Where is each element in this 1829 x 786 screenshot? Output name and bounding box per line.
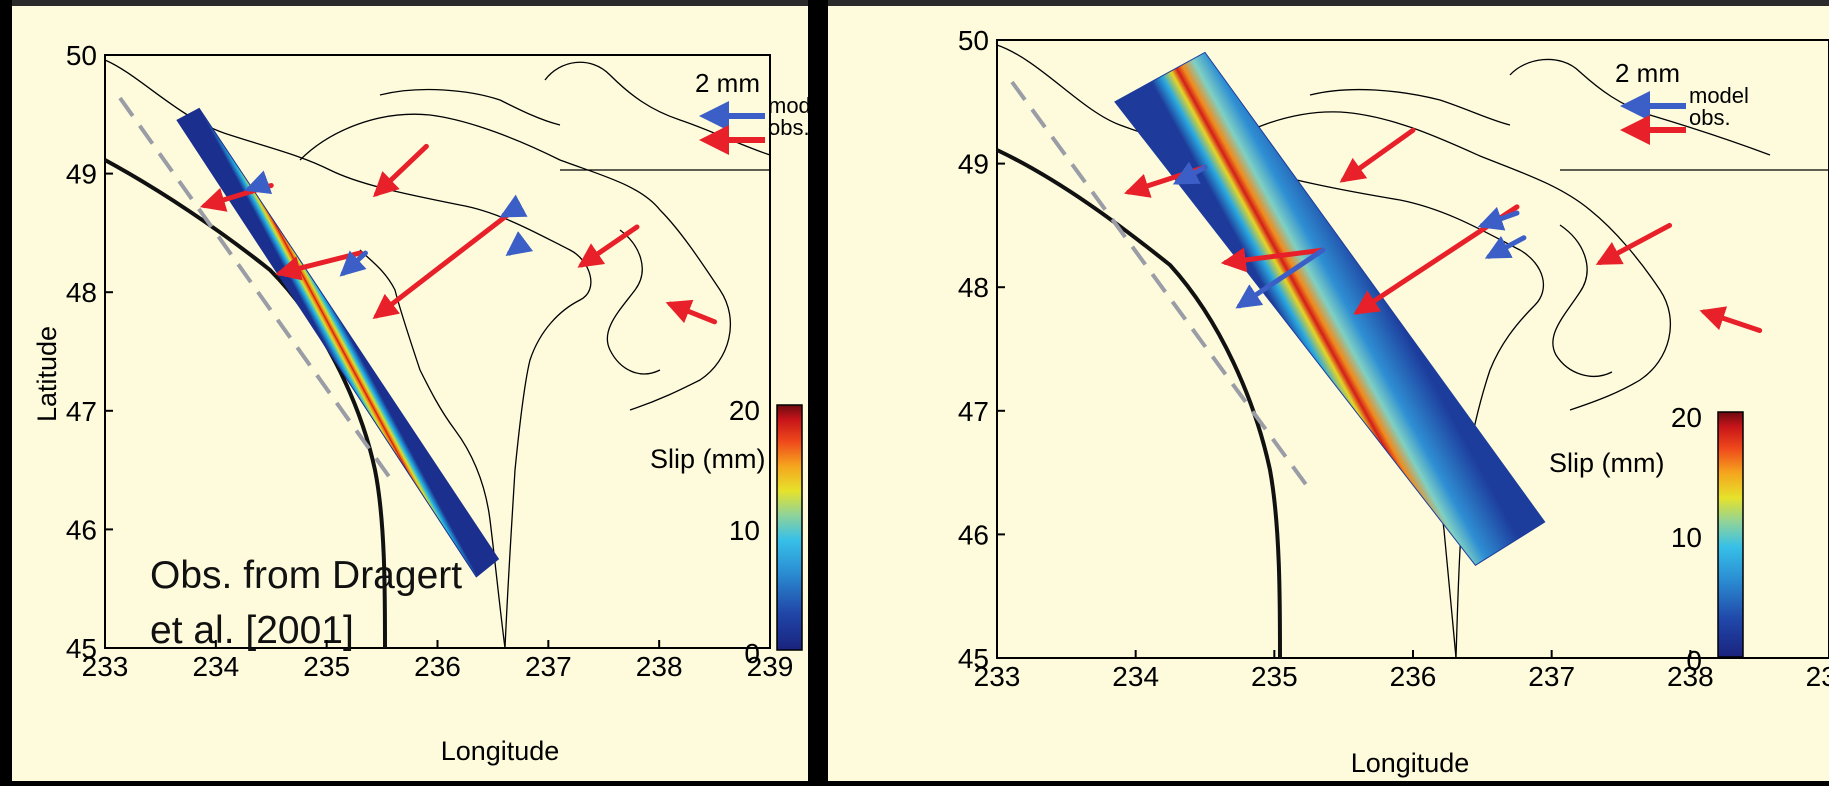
model-vector bbox=[1235, 247, 1326, 309]
left-map-panel: 2 mm model obs. Slip (mm) 20 10 0 Obs. f… bbox=[0, 0, 828, 781]
x-tick-label: 234 bbox=[192, 651, 239, 682]
model-vector bbox=[1484, 235, 1527, 259]
x-tick-label: 236 bbox=[414, 651, 461, 682]
axes: 233 234 235 236 237 238 239 45 46 47 48 49 50 bbox=[958, 25, 1829, 692]
right-map-panel: 2 mm model obs. Slip (mm) 20 10 0 233 234… bbox=[808, 0, 1829, 781]
annotation-line: et al. [2001] bbox=[150, 609, 354, 652]
y-tick-label: 50 bbox=[958, 25, 989, 56]
observed-vector bbox=[1220, 247, 1326, 273]
y-tick-label: 45 bbox=[66, 633, 97, 664]
legend-scale-label: 2 mm bbox=[695, 68, 760, 98]
colorbar-ramp bbox=[776, 404, 803, 651]
x-tick-label: 235 bbox=[1251, 661, 1298, 692]
y-tick-label: 45 bbox=[958, 643, 989, 674]
x-tick-label: 238 bbox=[1667, 661, 1714, 692]
colorbar: Slip (mm) 20 10 0 bbox=[1549, 402, 1744, 676]
source-annotation: Obs. from Dragert et al. [2001] bbox=[150, 554, 462, 652]
x-axis-title: Longitude bbox=[441, 736, 560, 766]
displacement-vectors bbox=[199, 143, 718, 325]
x-tick-label: 238 bbox=[636, 651, 683, 682]
colorbar-title: Slip (mm) bbox=[650, 444, 766, 474]
x-tick-label: 236 bbox=[1390, 661, 1437, 692]
x-tick-label: 237 bbox=[1528, 661, 1575, 692]
panel-separator bbox=[808, 0, 828, 781]
vector-legend: 2 mm model obs. bbox=[1615, 58, 1749, 145]
slip-patch bbox=[176, 107, 500, 578]
colorbar-tick-label: 20 bbox=[729, 395, 760, 426]
model-vector bbox=[505, 231, 534, 257]
observed-vector bbox=[577, 224, 640, 268]
y-tick-label: 48 bbox=[66, 277, 97, 308]
plot-area: 2 mm model obs. Slip (mm) 20 10 0 Obs. f… bbox=[104, 54, 828, 669]
y-tick-label: 50 bbox=[66, 40, 97, 71]
y-tick-label: 46 bbox=[958, 519, 989, 550]
y-axis-title: Latitude bbox=[32, 326, 62, 422]
colorbar: Slip (mm) 20 10 0 bbox=[650, 395, 803, 669]
legend-obs-label: obs. bbox=[1689, 105, 1731, 130]
axes: 233 234 235 236 237 238 239 45 46 47 48 49 50 bbox=[66, 40, 794, 682]
x-tick-label: 239 bbox=[1806, 661, 1829, 692]
dashed-deformation-front bbox=[1010, 80, 1312, 492]
model-vector bbox=[244, 170, 273, 195]
x-axis-title: Longitude bbox=[1351, 748, 1470, 778]
y-tick-label: 49 bbox=[958, 149, 989, 180]
colorbar-title: Slip (mm) bbox=[1549, 448, 1665, 478]
legend-scale-label: 2 mm bbox=[1615, 58, 1680, 88]
x-tick-label: 235 bbox=[303, 651, 350, 682]
observed-vector bbox=[1699, 306, 1763, 333]
y-tick-label: 47 bbox=[66, 396, 97, 427]
y-tick-label: 46 bbox=[66, 514, 97, 545]
displacement-vectors bbox=[1123, 127, 1763, 333]
y-tick-label: 47 bbox=[958, 396, 989, 427]
vector-legend: 2 mm model obs. bbox=[695, 68, 828, 155]
observed-vector bbox=[665, 299, 718, 325]
x-tick-label: 233 bbox=[974, 661, 1021, 692]
annotation-line: Obs. from Dragert bbox=[150, 554, 462, 597]
dashed-deformation-front bbox=[118, 96, 392, 480]
observed-vector bbox=[1595, 222, 1673, 265]
x-tick-label: 234 bbox=[1112, 661, 1159, 692]
x-tick-label: 239 bbox=[747, 651, 794, 682]
colorbar-tick-label: 10 bbox=[1671, 522, 1702, 553]
observed-vector bbox=[372, 206, 518, 319]
observed-vector bbox=[1339, 127, 1416, 183]
colorbar-tick-label: 0 bbox=[744, 638, 760, 669]
observed-vector bbox=[372, 143, 429, 198]
colorbar-tick-label: 10 bbox=[729, 515, 760, 546]
x-tick-label: 237 bbox=[525, 651, 572, 682]
coastline bbox=[104, 59, 771, 649]
panel-background bbox=[0, 0, 808, 781]
legend-obs-label: obs. bbox=[768, 115, 810, 140]
plot-area: 2 mm model obs. Slip (mm) 20 10 0 bbox=[996, 39, 1829, 676]
slip-patch bbox=[1114, 51, 1546, 566]
y-tick-label: 49 bbox=[66, 159, 97, 190]
colorbar-tick-label: 20 bbox=[1671, 402, 1702, 433]
model-vector bbox=[499, 194, 528, 218]
legend-model-label: model bbox=[1689, 83, 1749, 108]
trench-line bbox=[996, 148, 1282, 659]
y-tick-label: 48 bbox=[958, 272, 989, 303]
panel-top-strip bbox=[828, 0, 1829, 6]
model-vector bbox=[339, 250, 368, 277]
colorbar-ramp bbox=[1717, 411, 1744, 658]
panel-left-strip bbox=[0, 0, 12, 781]
model-vector bbox=[1477, 206, 1520, 231]
model-vector bbox=[1172, 161, 1208, 185]
x-tick-label: 233 bbox=[82, 651, 129, 682]
panel-top-strip bbox=[0, 0, 808, 6]
